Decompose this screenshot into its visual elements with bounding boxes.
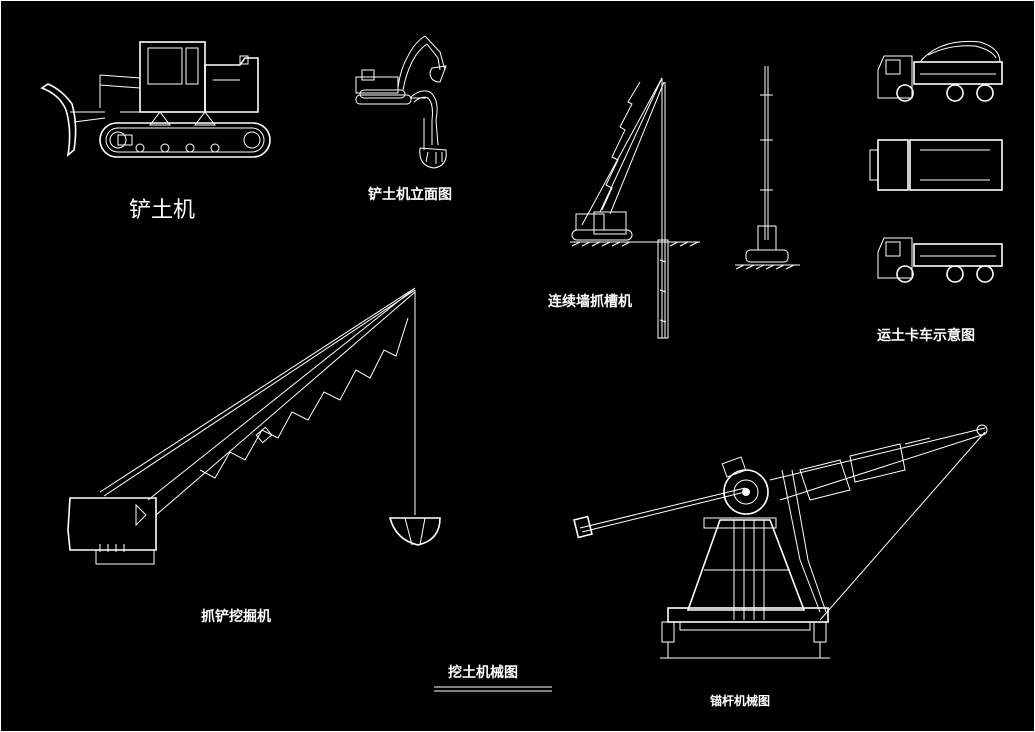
excavator-elevation-drawing — [355, 35, 447, 169]
dump-truck-label: 运土卡车示意图 — [877, 327, 975, 344]
bulldozer-label: 铲土机 — [129, 198, 195, 223]
grab-excavator-label: 抓铲挖掘机 — [201, 608, 271, 625]
anchor-machine-drawing — [573, 424, 988, 659]
grab-excavator-drawing — [67, 287, 441, 565]
trench-machine-label: 连续墙抓槽机 — [548, 293, 632, 310]
excavator-elevation-label: 铲土机立面图 — [368, 186, 452, 203]
bulldozer-drawing — [40, 41, 271, 158]
drawing-title: 挖土机械图 — [448, 664, 518, 681]
dump-truck-drawing — [869, 40, 1003, 283]
anchor-machine-label: 锚杆机械图 — [710, 693, 770, 708]
trench-machine-drawing — [570, 66, 800, 339]
